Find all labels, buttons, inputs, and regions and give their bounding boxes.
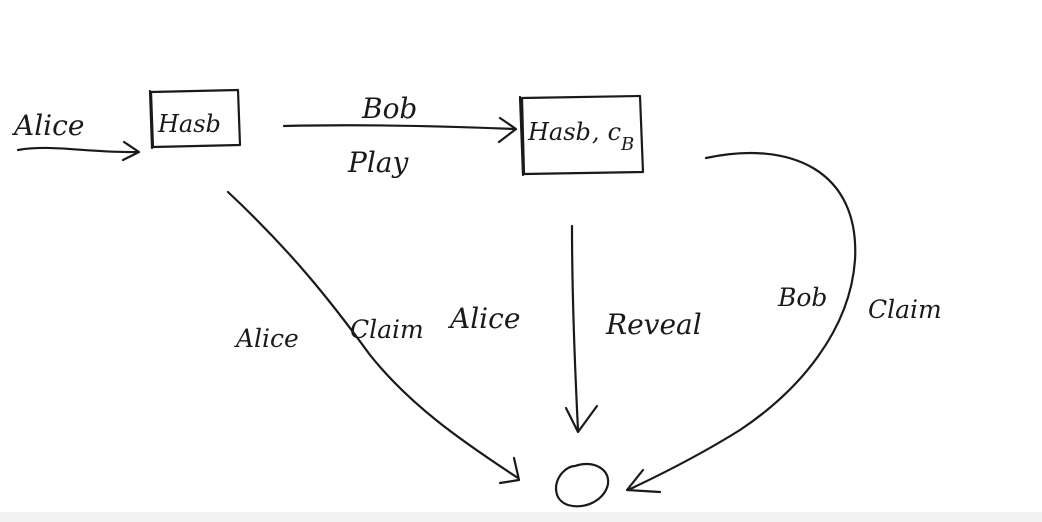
edge-commit-reveal-arrow <box>564 224 599 434</box>
edge-hash-to-commit-arrow <box>282 116 518 144</box>
edge-commit-claim-action: Claim <box>868 295 942 324</box>
state-hash-commit-label: Hasb,cB <box>527 118 634 155</box>
edge-hash-to-commit-action: Play <box>347 146 409 179</box>
terminal-state-circle <box>555 462 610 508</box>
bottom-edge-strip <box>0 512 1042 522</box>
edge-hash-to-terminal-action: Claim <box>350 315 424 344</box>
start-arrow <box>16 140 141 162</box>
edge-commit-reveal-action: Reveal <box>605 308 702 341</box>
state-hash-commit-box <box>518 94 645 177</box>
edge-hash-to-terminal-arrow <box>226 190 521 485</box>
state-hash-label: Hasb <box>157 110 221 138</box>
start-arrow-label: Alice <box>11 109 84 142</box>
edge-hash-to-commit-actor: Bob <box>361 92 417 125</box>
edge-hash-to-terminal-actor: Alice <box>234 324 299 353</box>
edge-commit-claim-arrow <box>625 151 857 494</box>
state-hash-box <box>148 88 242 150</box>
edge-commit-reveal-actor: Alice <box>447 302 520 335</box>
edge-commit-claim-actor: Bob <box>777 283 827 312</box>
